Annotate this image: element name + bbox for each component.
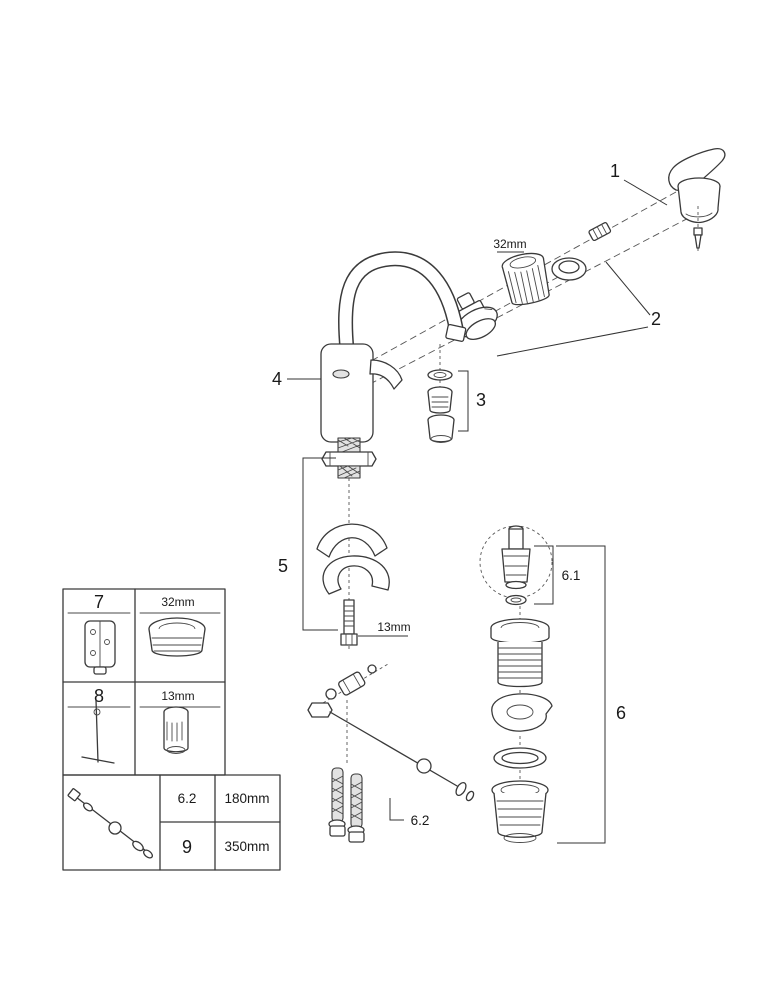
dim-13mm-label: 13mm [358,620,411,637]
legend-rod-drawing [67,788,154,859]
faucet-body [320,251,467,443]
drain-clamp [491,690,553,732]
legend-tool7-drawing [84,620,116,675]
callout-4: 4 [272,369,321,389]
legend-rod-box: 6.2 180mm 9 350mm [62,774,281,871]
drain-body [491,770,549,843]
callout-3: 3 [458,370,486,432]
callout-6: 6 [556,545,626,844]
mixer-lever-icon [369,359,403,390]
supply-hoses [328,700,365,843]
dim-32mm-label: 32mm [493,237,527,253]
rod-row1-length: 180mm [224,791,269,806]
legend-8-num: 8 [94,686,104,706]
rod-row1-ref: 6.2 [178,791,197,806]
dim-32mm-text: 32mm [493,237,526,251]
legend-tool8-drawing [81,699,115,764]
callout-5: 5 [278,457,338,631]
callout-2: 2 [496,261,661,357]
rod-row2-length: 350mm [224,839,269,854]
callout-6-1-text: 6.1 [562,568,581,583]
grub-screw [588,222,612,242]
legend-8-size: 13mm [161,689,194,703]
handle-screw [693,206,703,252]
callout-6-2-text: 6.2 [411,813,430,828]
callout-4-text: 4 [272,369,282,389]
brand-logo-icon [332,369,350,379]
rod-row2-ref: 9 [182,837,192,857]
pivot-rod-assembly [307,663,475,802]
legend-32mm-part-drawing [148,617,206,657]
popup-plug-assembly [479,525,553,606]
legend-tools-box: 7 32mm 8 13mm [62,588,226,776]
horseshoe-bracket-icon [322,555,390,595]
legend-13mm-part-drawing [163,706,189,754]
callout-6-text: 6 [616,703,626,723]
legend-7-size: 32mm [161,595,194,609]
curved-washer-icon [316,523,388,558]
dim-13mm-text: 13mm [377,620,410,634]
aerator-parts [427,344,455,446]
callout-6-1: 6.1 [534,545,581,605]
callout-1-text: 1 [610,161,620,181]
mounting-hardware [316,523,390,646]
drain-o-ring [493,736,547,769]
callout-5-text: 5 [278,556,288,576]
mounting-nut-32mm [501,252,550,306]
handle-lever-assembly [668,148,726,224]
callout-6-2: 6.2 [389,798,430,828]
callout-2-text: 2 [651,309,661,329]
legend-7-num: 7 [94,592,104,612]
seal-ring [551,257,587,281]
callout-3-text: 3 [476,390,486,410]
drain-flange [490,606,550,688]
cartridge [456,292,498,341]
callout-1: 1 [610,161,668,206]
